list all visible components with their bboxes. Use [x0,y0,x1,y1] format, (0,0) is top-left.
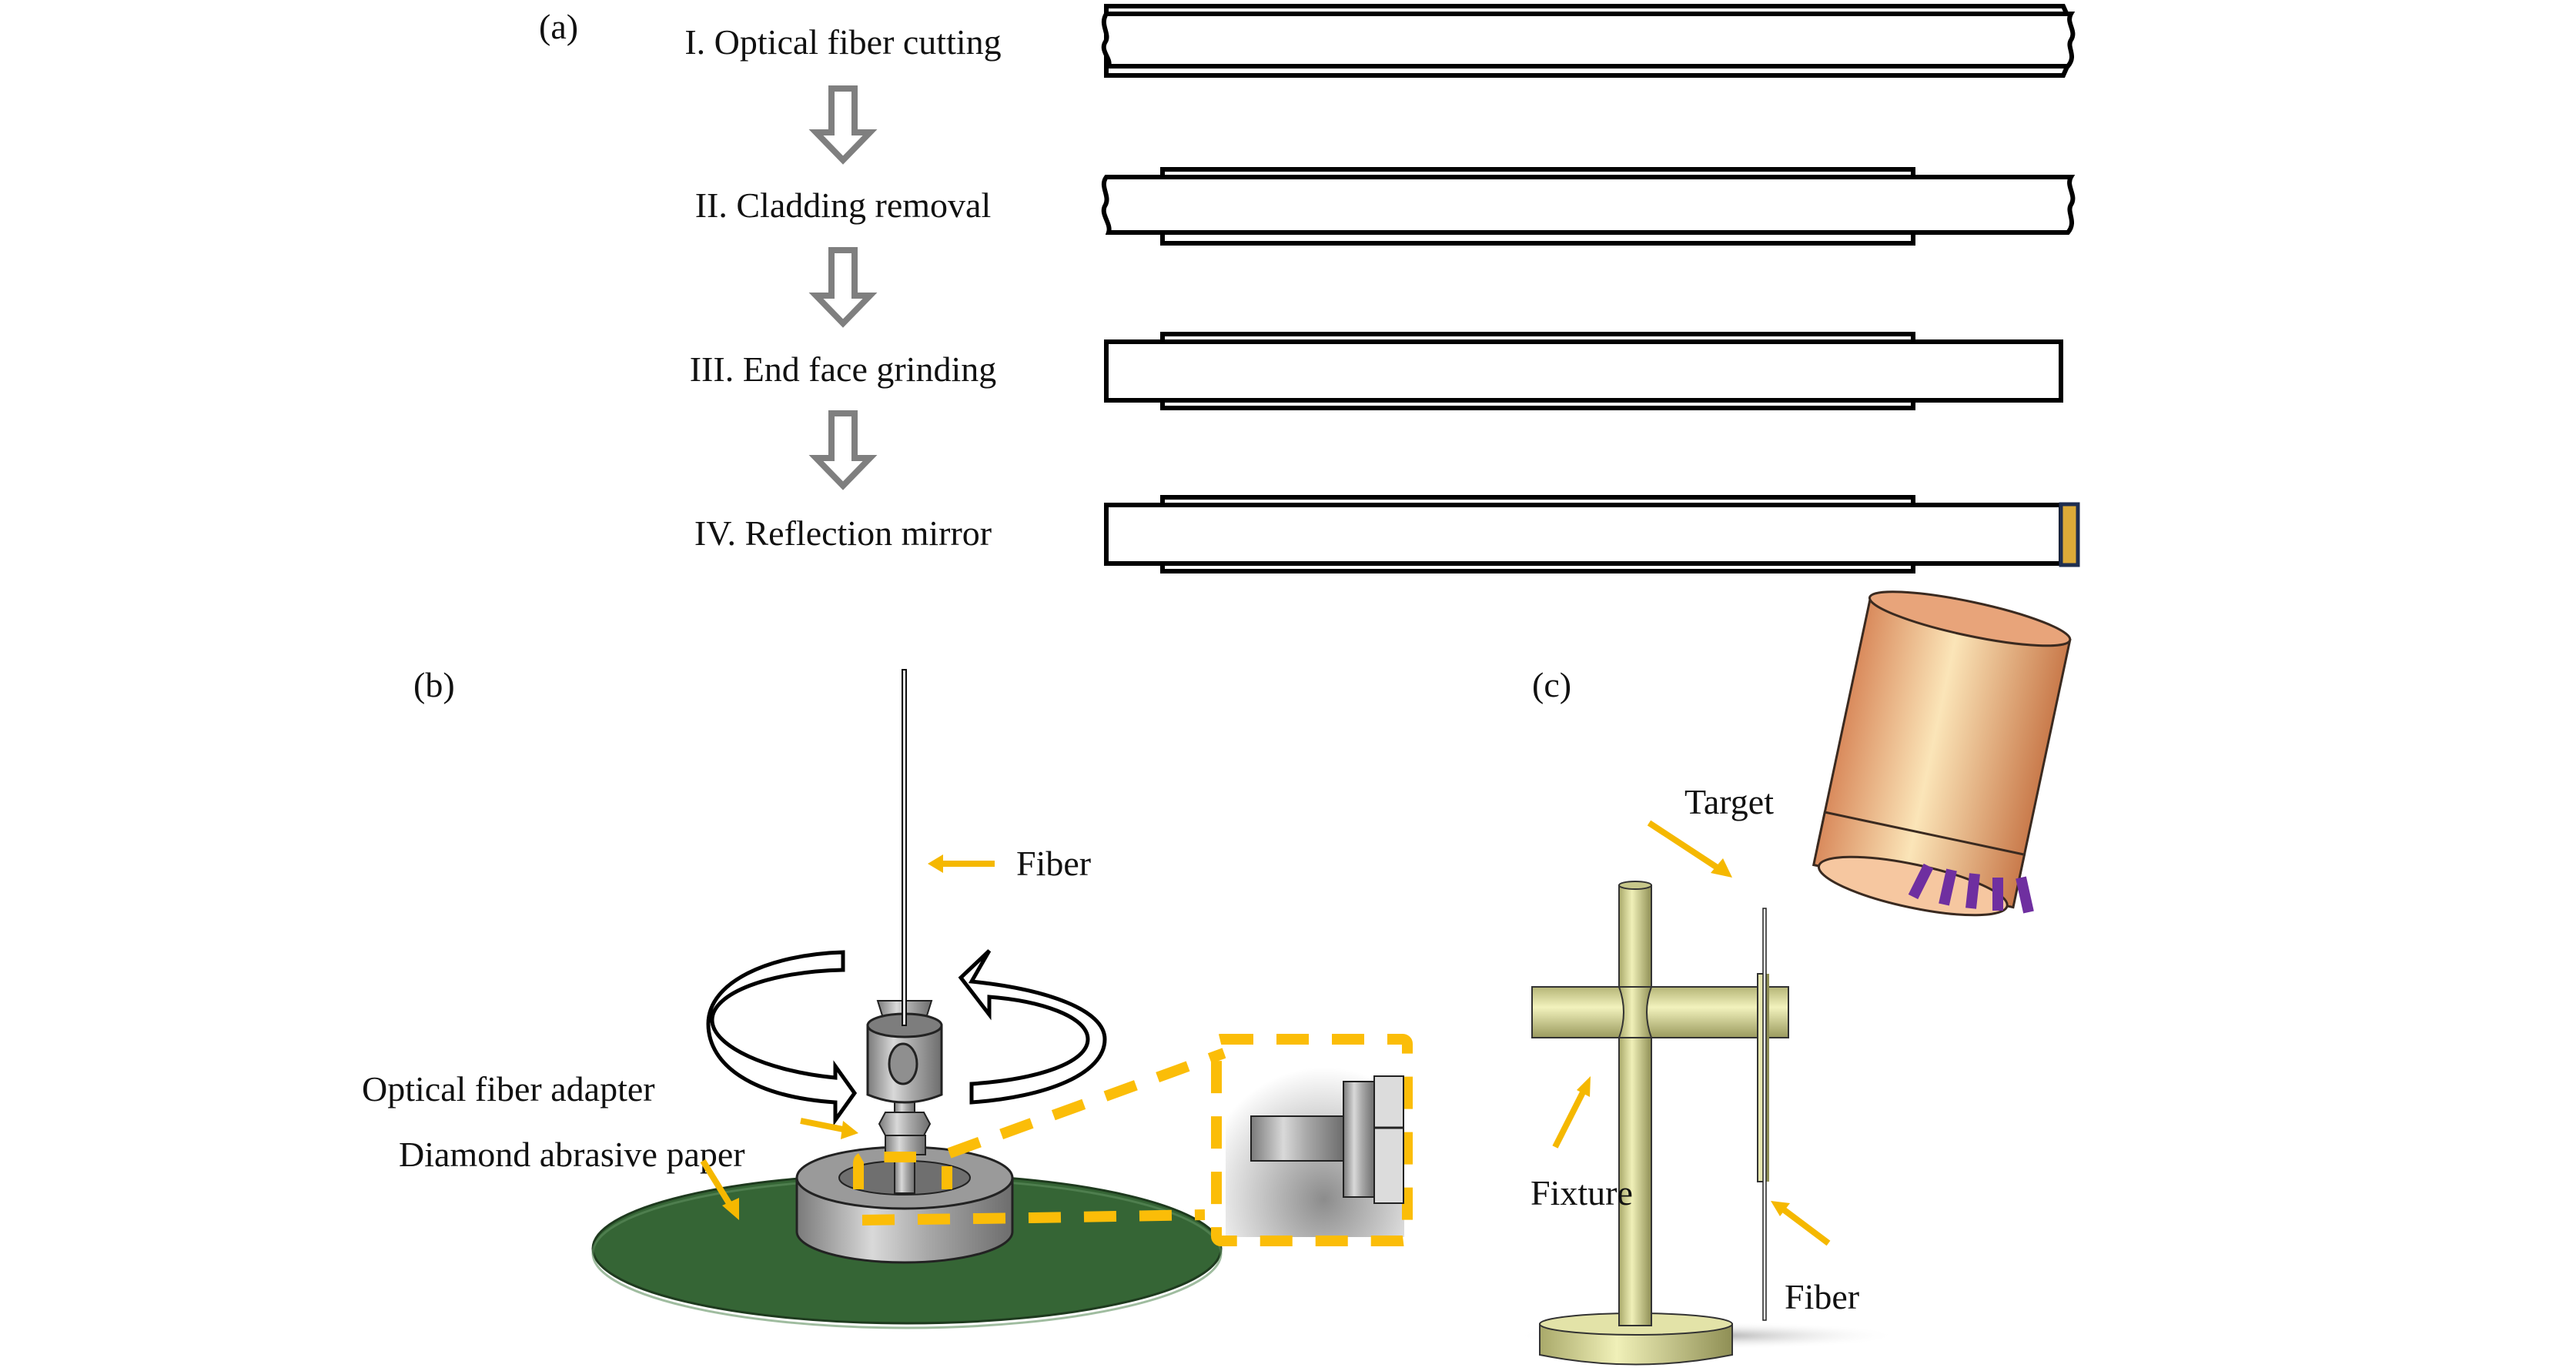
fiber-c [1762,908,1767,1321]
callout-arrowhead [1711,858,1732,878]
fiber-step-3 [1104,332,2063,410]
panel-a-label: (a) [539,7,578,46]
adapter-head [866,1012,943,1104]
callout-arrowhead [928,854,943,873]
inset-fiber-stub [1250,1115,1344,1162]
step-3-label: III. End face grinding [690,349,997,389]
panel-c-label: (c) [1532,665,1571,704]
callout-arrow [700,1159,734,1209]
callout-adapter: Optical fiber adapter [362,1069,655,1109]
target-cylinder [1812,590,2072,917]
panel-b-label: (b) [413,665,455,704]
panel-b: (b) [362,665,1413,1329]
step-2-label: II. Cladding removal [695,186,992,225]
callout-arrowhead [1577,1076,1591,1097]
panel-c: (c) Target [1514,590,2072,1366]
callout-fiber-b: Fiber [1016,844,1091,883]
callout-abrasive-paper: Diamond abrasive paper [399,1135,745,1174]
fiber-step-4 [1104,495,2080,573]
callout-arrowhead [722,1198,739,1220]
callout-arrowhead [841,1121,858,1139]
flow-arrow-down-icon [808,247,878,328]
flow-arrow-down-icon [808,410,878,490]
callout-fixture: Fixture [1531,1173,1633,1212]
callout-arrow [800,1118,848,1133]
step-1-label: I. Optical fiber cutting [684,22,1001,62]
fiber-vertical [902,669,907,1026]
callout-fiber-c: Fiber [1785,1277,1859,1316]
panel-a: (a) I. Optical fiber cutting II. Claddin… [539,4,2080,573]
callout-arrow [1647,820,1721,871]
callout-target: Target [1684,782,1774,821]
callout-arrow [1552,1088,1587,1149]
callout-arrow [1780,1205,1831,1246]
flow-arrow-down-icon [808,85,878,165]
rotation-arrow-icon [706,949,1107,1126]
fiber-step-1 [1101,4,2076,78]
fixture [1514,881,1899,1366]
plasma-emission [1908,863,2034,914]
zoom-inset [853,1034,1413,1246]
step-4-label: IV. Reflection mirror [694,513,992,553]
fiber-step-2 [1101,167,2076,246]
callout-arrowhead [1771,1201,1790,1216]
reflection-mirror [2059,502,2080,567]
